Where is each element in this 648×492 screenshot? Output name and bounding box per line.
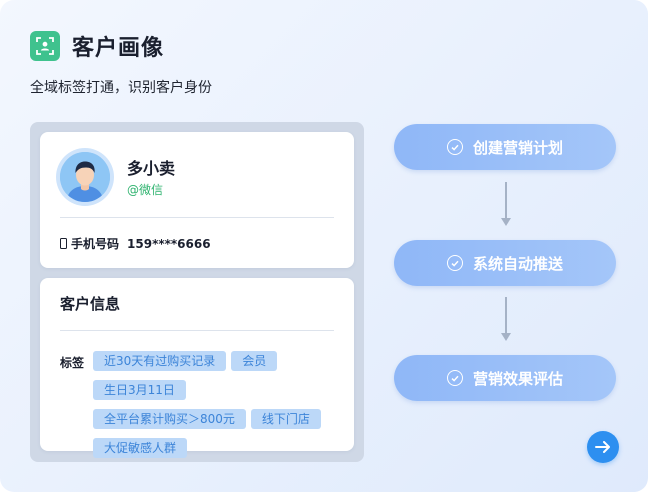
step-evaluate[interactable]: 营销效果评估 [394,355,616,401]
arrow-down-icon [501,182,511,226]
customer-channel: @微信 [127,183,164,197]
tag[interactable]: 线下门店 [250,409,321,429]
tag[interactable]: 会员 [231,351,278,371]
arrow-down-icon [501,297,511,341]
avatar-illustration [60,152,110,202]
tag[interactable]: 近30天有过购买记录 [93,351,227,371]
tags-label: 标签 [60,356,85,370]
tag[interactable]: 大促敏感人群 [93,438,188,458]
scan-user-icon [30,31,60,61]
check-circle-icon [446,255,463,271]
tag[interactable]: 生日3月11日 [93,380,186,400]
phone-row: 手机号码 159****6666 [60,235,211,252]
step-label: 系统自动推送 [472,254,563,273]
info-divider [60,330,334,331]
phone-label: 手机号码 [71,237,120,251]
page-subtitle: 全域标签打通，识别客户身份 [30,80,212,96]
page-title: 客户画像 [72,36,165,61]
tag-list: 近30天有过购买记录 会员 生日3月11日 全平台累计购买＞800元 线下门店 … [93,351,343,458]
customer-info-card: 客户信息 标签 近30天有过购买记录 会员 生日3月11日 全平台累计购买＞80… [40,278,354,458]
profile-card: 多小卖 @微信 手机号码 159****6666 [40,132,354,268]
phone-icon [60,238,67,249]
step-auto-push[interactable]: 系统自动推送 [394,240,616,286]
customer-name: 多小卖 [127,159,176,178]
check-circle-icon [446,139,463,155]
profile-divider [60,217,334,218]
tag[interactable]: 全平台累计购买＞800元 [93,409,246,429]
info-title: 客户信息 [60,295,121,313]
next-button[interactable] [587,431,619,463]
avatar [56,148,114,206]
step-create-plan[interactable]: 创建营销计划 [394,124,616,170]
phone-value: 159****6666 [127,236,211,251]
step-label: 创建营销计划 [472,138,563,157]
arrow-right-icon [595,441,610,453]
step-label: 营销效果评估 [472,369,563,388]
check-circle-icon [446,370,463,386]
